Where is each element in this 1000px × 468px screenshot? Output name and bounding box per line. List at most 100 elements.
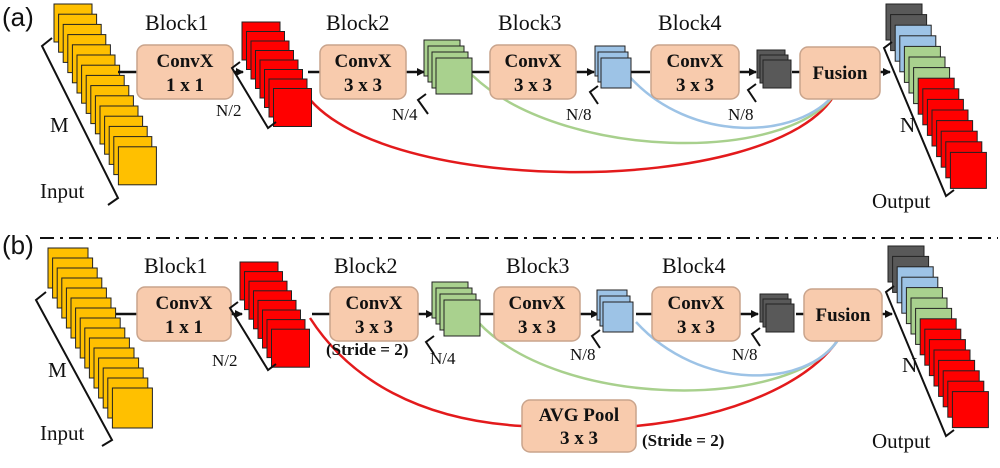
dim-n8b-a: N/8: [728, 105, 754, 124]
input-stack-a-layer: [117, 146, 157, 186]
gray-stack-a-layer: [762, 59, 792, 89]
output-dim-b: N: [902, 353, 917, 377]
block1-box-b-line2: 1 x 1: [165, 317, 203, 338]
avg-pool-box-b: AVG Pool 3 x 3: [521, 399, 637, 453]
red-stack-a-layer: [273, 88, 312, 127]
input-bracket-a: [40, 37, 120, 206]
dim-n8-a: N/8: [566, 105, 592, 124]
panel-a-label: (a): [2, 2, 34, 32]
skip-curve-red-a: [298, 84, 838, 174]
gray-stack-a: [756, 49, 792, 89]
block2-box-a-line1: ConvX: [334, 51, 391, 72]
block2-box-b-line1: ConvX: [345, 293, 402, 314]
red-stack-b: [239, 261, 310, 368]
input-dim-a: M: [50, 113, 69, 137]
input-bracket-b: [34, 291, 114, 447]
block3-box-a-line1: ConvX: [504, 51, 561, 72]
output-bracket-b: [884, 285, 955, 438]
block1-box-a: ConvX 1 x 1: [136, 44, 234, 100]
block4-box-b-line2: 3 x 3: [677, 317, 715, 338]
blue-stack-b-layer: [602, 301, 634, 333]
output-stack-b: [887, 245, 989, 429]
panel-b: (b) M Input Block1 Block2 Block3 Block4 …: [2, 230, 989, 453]
input-dim-b: M: [48, 358, 67, 382]
block4-box-a: ConvX 3 x 3: [650, 44, 740, 100]
skip-curve-blue-b: [635, 321, 840, 377]
input-stack-b: [47, 247, 153, 429]
block4-title-a: Block4: [658, 10, 722, 35]
fusion-box-b: Fusion: [803, 288, 883, 342]
avg-pool-line1: AVG Pool: [539, 405, 619, 426]
red-stack-b-layer: [271, 328, 310, 368]
block3-box-b-line2: 3 x 3: [518, 317, 556, 338]
block2-box-b-line2: 3 x 3: [355, 317, 393, 338]
blue-bracket-b: [590, 329, 601, 349]
panel-a: (a) M Input Block1 Block2 Block3 Block4 …: [2, 2, 987, 213]
green-stack-a: [423, 39, 473, 95]
red-stack-a: [241, 21, 312, 127]
skip-curve-red-b: [308, 317, 523, 428]
block3-title-b: Block3: [506, 253, 570, 278]
fusion-label-a: Fusion: [813, 63, 868, 84]
block2-stride-note-b: (Stride = 2): [326, 340, 408, 359]
green-bracket-a: [416, 93, 429, 115]
red-bracket-b: [228, 301, 277, 372]
avg-pool-stride-note: (Stride = 2): [642, 431, 724, 450]
block4-box-b: ConvX 3 x 3: [651, 286, 741, 342]
dim-n4-b: N/4: [430, 349, 456, 368]
block2-title-a: Block2: [326, 10, 390, 35]
block1-box-a-line1: ConvX: [156, 51, 213, 72]
fusion-label-b: Fusion: [816, 305, 871, 326]
block4-box-b-line1: ConvX: [667, 293, 724, 314]
block4-box-a-line1: ConvX: [666, 51, 723, 72]
blue-stack-a: [594, 45, 632, 89]
output-stack-a-layer: [949, 151, 987, 189]
fusion-box-a: Fusion: [799, 46, 881, 100]
output-bracket-a: [882, 41, 955, 198]
green-bracket-b: [424, 335, 435, 355]
block3-box-b: ConvX 3 x 3: [493, 286, 581, 342]
block3-title-a: Block3: [498, 10, 562, 35]
block4-box-a-line2: 3 x 3: [676, 75, 714, 96]
gray-stack-b: [759, 293, 795, 333]
dim-n8b-b: N/8: [732, 345, 758, 364]
block2-box-b: ConvX 3 x 3: [329, 286, 419, 342]
input-stack-a: [53, 3, 157, 186]
output-stack-b-layer: [951, 391, 989, 429]
input-label-a: Input: [40, 179, 84, 203]
avg-pool-line2: 3 x 3: [560, 428, 598, 449]
green-stack-b: [431, 281, 481, 337]
output-label-b: Output: [872, 429, 931, 453]
gray-bracket-a: [746, 83, 757, 103]
output-label-a: Output: [872, 189, 931, 213]
dim-n2-b: N/2: [212, 351, 238, 370]
dim-n2-a: N/2: [216, 101, 242, 120]
block1-box-b-line1: ConvX: [155, 293, 212, 314]
blue-bracket-a: [588, 85, 599, 105]
block3-box-a: ConvX 3 x 3: [489, 44, 577, 100]
skip-curve-green-a: [471, 74, 838, 145]
block1-title-a: Block1: [145, 10, 209, 35]
green-stack-a-layer: [435, 57, 473, 95]
output-stack-a: [885, 3, 987, 189]
blue-stack-a-layer: [600, 57, 632, 89]
block3-box-a-line2: 3 x 3: [514, 75, 552, 96]
block1-title-b: Block1: [144, 253, 208, 278]
gray-stack-b-layer: [765, 303, 795, 333]
panel-b-label: (b): [2, 230, 34, 260]
gray-bracket-b: [750, 327, 761, 347]
block2-box-a-line2: 3 x 3: [344, 75, 382, 96]
block1-box-a-line2: 1 x 1: [166, 75, 204, 96]
block2-title-b: Block2: [334, 253, 398, 278]
input-stack-b-layer: [111, 387, 153, 429]
block4-title-b: Block4: [662, 253, 726, 278]
dim-n8-b: N/8: [570, 345, 596, 364]
block3-box-b-line1: ConvX: [508, 293, 565, 314]
red-bracket-a: [230, 61, 277, 130]
green-stack-b-layer: [443, 299, 481, 337]
dim-n4-a: N/4: [392, 105, 418, 124]
output-dim-a: N: [900, 113, 915, 137]
block1-box-b: ConvX 1 x 1: [136, 286, 232, 342]
